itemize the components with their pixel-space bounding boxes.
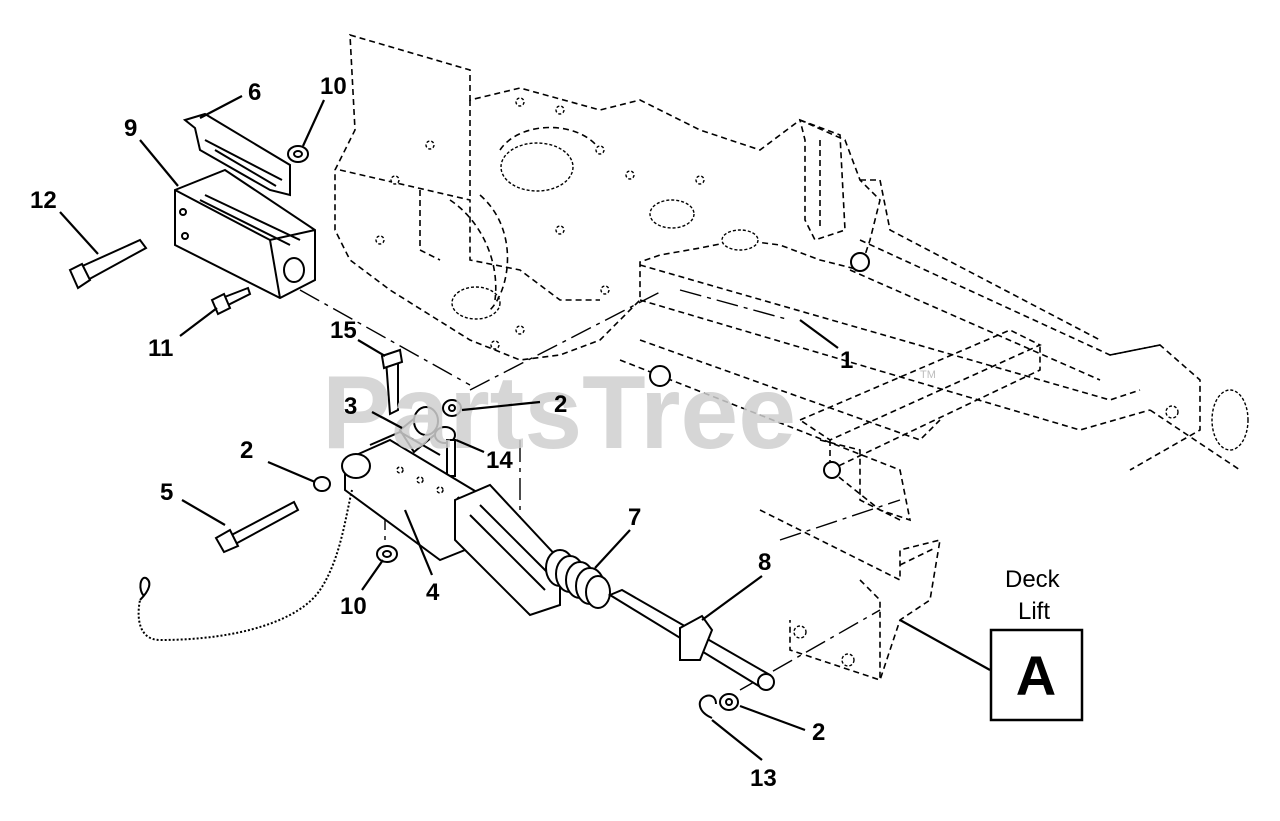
part-7-spring-assembly: [454, 483, 611, 617]
watermark: PartsTree TM: [322, 355, 936, 471]
leader-lines: [59, 95, 991, 761]
part-10-nut-lower: [376, 545, 398, 563]
part-15-bolt: [380, 348, 404, 416]
part-5-bolt: [214, 500, 300, 554]
part-9-bracket-housing: [174, 168, 316, 300]
callout-12: 12: [30, 187, 57, 214]
callout-3: 3: [344, 393, 357, 420]
callout-15: 15: [330, 317, 357, 344]
watermark-tm: TM: [920, 369, 936, 381]
callout-9: 9: [124, 115, 137, 142]
part-6-top-plate: [182, 112, 291, 197]
callout-6: 6: [248, 79, 261, 106]
part-13-e-clip: [698, 694, 717, 719]
callout-labels: 1 2 2 2 3 4 5 6 7 8 9 10 10 11 12 13 14 …: [30, 73, 853, 792]
callout-10: 10: [340, 593, 367, 620]
section-label-line2: Lift: [1018, 598, 1050, 625]
part-8-lift-rod: [607, 588, 775, 691]
part-11-screw: [210, 286, 252, 316]
callout-1: 1: [840, 347, 853, 374]
callout-10: 10: [320, 73, 347, 100]
callout-2: 2: [812, 719, 825, 746]
callout-2: 2: [554, 391, 567, 418]
part-14-clip-pin: [434, 426, 456, 477]
callout-14: 14: [486, 447, 513, 474]
part-2-washer-left: [313, 476, 331, 492]
callout-2: 2: [240, 437, 253, 464]
spring-wire: [137, 489, 353, 642]
watermark-text: PartsTree: [322, 355, 796, 471]
callout-4: 4: [426, 579, 440, 606]
part-10-nut-top: [287, 145, 309, 163]
section-box: [989, 628, 1084, 722]
section-box-letter: A: [1016, 644, 1056, 707]
section-reference: Deck Lift A: [989, 566, 1084, 722]
callout-5: 5: [160, 479, 173, 506]
tractor-frame: [334, 33, 1249, 682]
section-label-line1: Deck: [1005, 566, 1061, 593]
part-3-bushing: [398, 406, 440, 454]
callout-7: 7: [628, 504, 641, 531]
part-2-washer-upper: [442, 399, 462, 417]
callout-8: 8: [758, 549, 771, 576]
callout-11: 11: [148, 335, 173, 362]
callout-13: 13: [750, 765, 777, 792]
part-12-bolt: [68, 238, 148, 290]
part-2-washer-bottom: [719, 693, 739, 711]
